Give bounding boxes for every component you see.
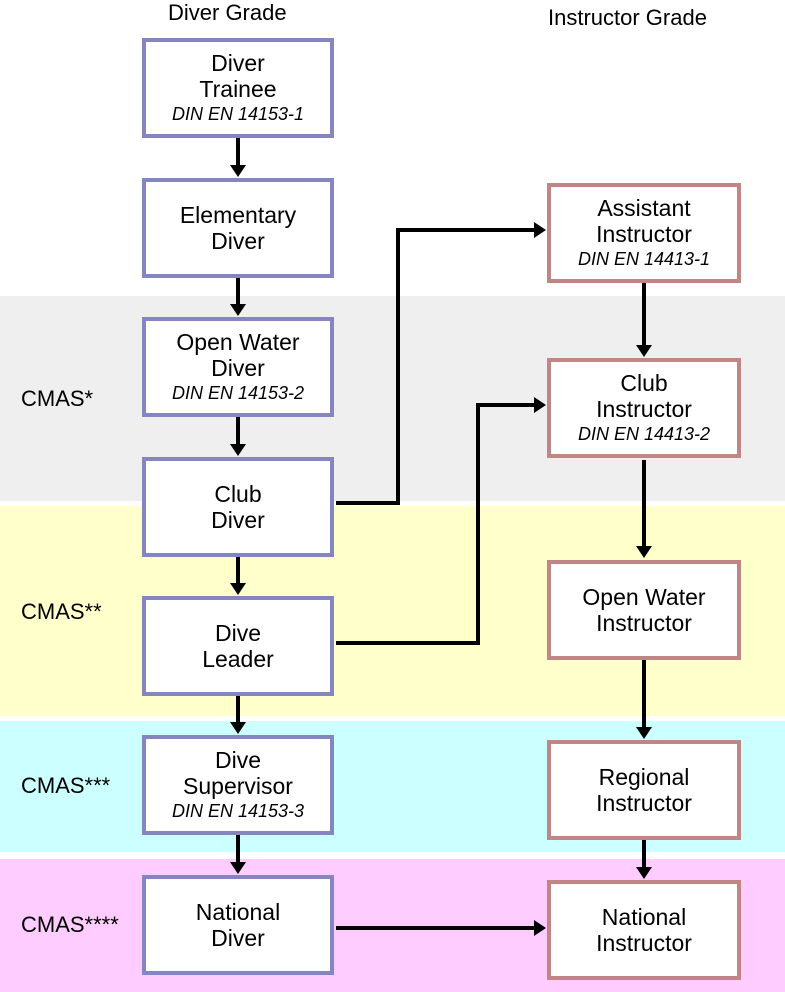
grade-name: Diver Trainee bbox=[199, 50, 277, 102]
grade-name: Open Water Diver bbox=[176, 329, 300, 381]
arrowhead bbox=[230, 862, 246, 874]
arrowhead bbox=[534, 222, 546, 238]
arrowhead bbox=[230, 165, 246, 177]
grade-open-water-diver: Open Water Diver DIN EN 14153-2 bbox=[142, 317, 334, 417]
grade-name: National Instructor bbox=[596, 904, 692, 956]
grade-open-water-instructor: Open Water Instructor bbox=[547, 560, 741, 660]
grade-standard: DIN EN 14413-1 bbox=[577, 249, 711, 269]
grade-diver-trainee: Diver Trainee DIN EN 14153-1 bbox=[142, 38, 334, 138]
arrowhead bbox=[534, 920, 546, 936]
grade-name: Club Diver bbox=[211, 481, 265, 533]
arrow-club-diver-to-assistant bbox=[336, 228, 540, 505]
grade-name: Assistant Instructor bbox=[596, 195, 692, 247]
arrow-leader-to-club-instr bbox=[336, 403, 540, 645]
arrowhead bbox=[230, 583, 246, 595]
grade-club-diver: Club Diver bbox=[142, 457, 334, 557]
arrowhead bbox=[230, 304, 246, 316]
grade-elementary-diver: Elementary Diver bbox=[142, 178, 334, 278]
grade-standard: DIN EN 14153-1 bbox=[171, 104, 305, 124]
grade-name: Dive Leader bbox=[202, 620, 274, 672]
arrowhead bbox=[636, 867, 652, 879]
grade-national-instructor: National Instructor bbox=[547, 880, 741, 980]
band-label: CMAS** bbox=[21, 599, 102, 624]
grade-dive-leader: Dive Leader bbox=[142, 596, 334, 696]
arrowhead bbox=[230, 444, 246, 456]
grade-standard: DIN EN 14413-2 bbox=[577, 424, 711, 444]
grade-name: Dive Supervisor bbox=[183, 747, 293, 799]
grade-name: Elementary Diver bbox=[179, 202, 297, 254]
grade-standard: DIN EN 14153-3 bbox=[171, 801, 305, 821]
grade-regional-instructor: Regional Instructor bbox=[547, 740, 741, 840]
grade-club-instructor: Club Instructor DIN EN 14413-2 bbox=[547, 358, 741, 458]
grade-name: National Diver bbox=[195, 899, 281, 951]
band-label: CMAS**** bbox=[21, 912, 119, 937]
grade-assistant-instructor: Assistant Instructor DIN EN 14413-1 bbox=[547, 183, 741, 283]
arrowhead bbox=[636, 345, 652, 357]
band-label: CMAS*** bbox=[21, 773, 111, 798]
arrowhead bbox=[636, 727, 652, 739]
arrowhead bbox=[534, 397, 546, 413]
arrowhead bbox=[230, 722, 246, 734]
instructor-grade-title: Instructor Grade bbox=[548, 5, 707, 30]
arrowhead bbox=[636, 546, 652, 558]
grade-name: Open Water Instructor bbox=[582, 584, 706, 636]
grade-dive-supervisor: Dive Supervisor DIN EN 14153-3 bbox=[142, 735, 334, 835]
diver-grade-title: Diver Grade bbox=[168, 0, 287, 25]
grade-name: Regional Instructor bbox=[596, 764, 692, 816]
grade-name: Club Instructor bbox=[596, 370, 692, 422]
band-label: CMAS* bbox=[21, 386, 94, 411]
grade-standard: DIN EN 14153-2 bbox=[171, 383, 305, 403]
grade-national-diver: National Diver bbox=[142, 875, 334, 975]
